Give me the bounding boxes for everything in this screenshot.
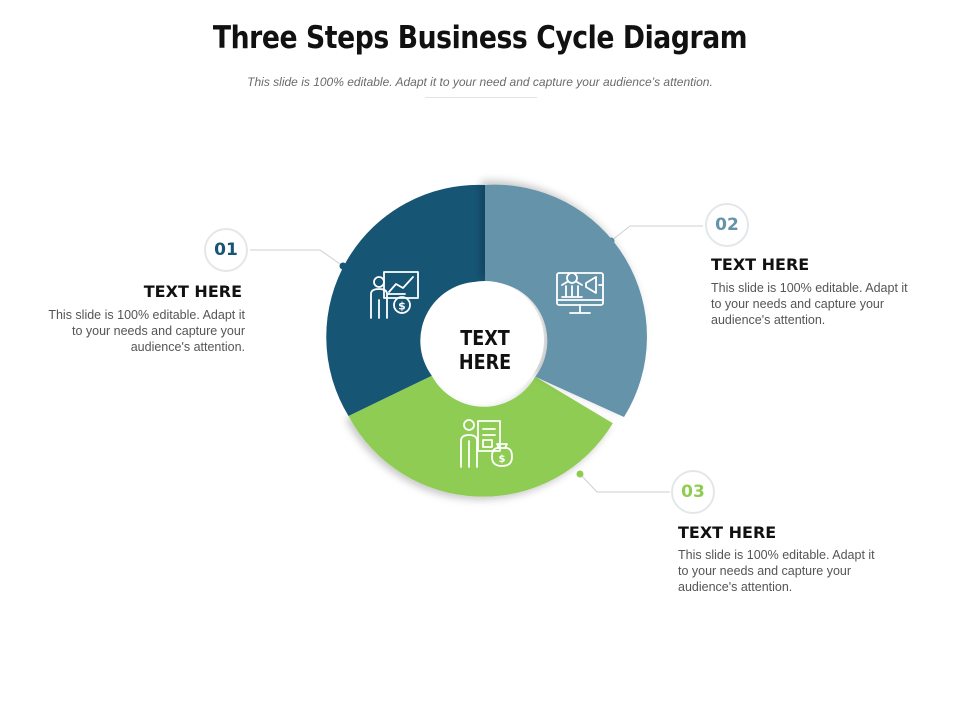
step-02-number: 02 — [705, 203, 749, 247]
step-03-heading: TEXT HERE — [678, 523, 777, 542]
step-02-body: This slide is 100% editable. Adapt it to… — [711, 281, 908, 327]
segment-01 — [326, 184, 485, 416]
subtitle-divider — [425, 97, 537, 98]
svg-text:$: $ — [398, 300, 406, 313]
step-01-body: This slide is 100% editable. Adapt it to… — [48, 308, 245, 354]
presenter-chart-dollar-icon: $ — [370, 271, 419, 319]
segment-03 — [348, 375, 613, 497]
connector-02 — [607, 225, 703, 245]
step-01-number: 01 — [204, 228, 248, 272]
step-01-heading: TEXT HERE — [143, 282, 242, 301]
monitor-bank-megaphone-icon — [556, 272, 604, 314]
center-hole — [426, 281, 544, 399]
businessman-document-money-icon: $ — [460, 419, 513, 468]
connector-01 — [250, 249, 347, 270]
step-03-body: This slide is 100% editable. Adapt it to… — [678, 548, 875, 594]
connector-03 — [576, 470, 670, 493]
step-03-number: 03 — [671, 470, 715, 514]
svg-text:$: $ — [499, 454, 506, 465]
slide-title: Three Steps Business Cycle Diagram — [212, 20, 748, 56]
center-label: TEXT HERE — [458, 326, 512, 374]
step-02-heading: TEXT HERE — [711, 255, 810, 274]
slide-subtitle: This slide is 100% editable. Adapt it to… — [247, 75, 713, 89]
